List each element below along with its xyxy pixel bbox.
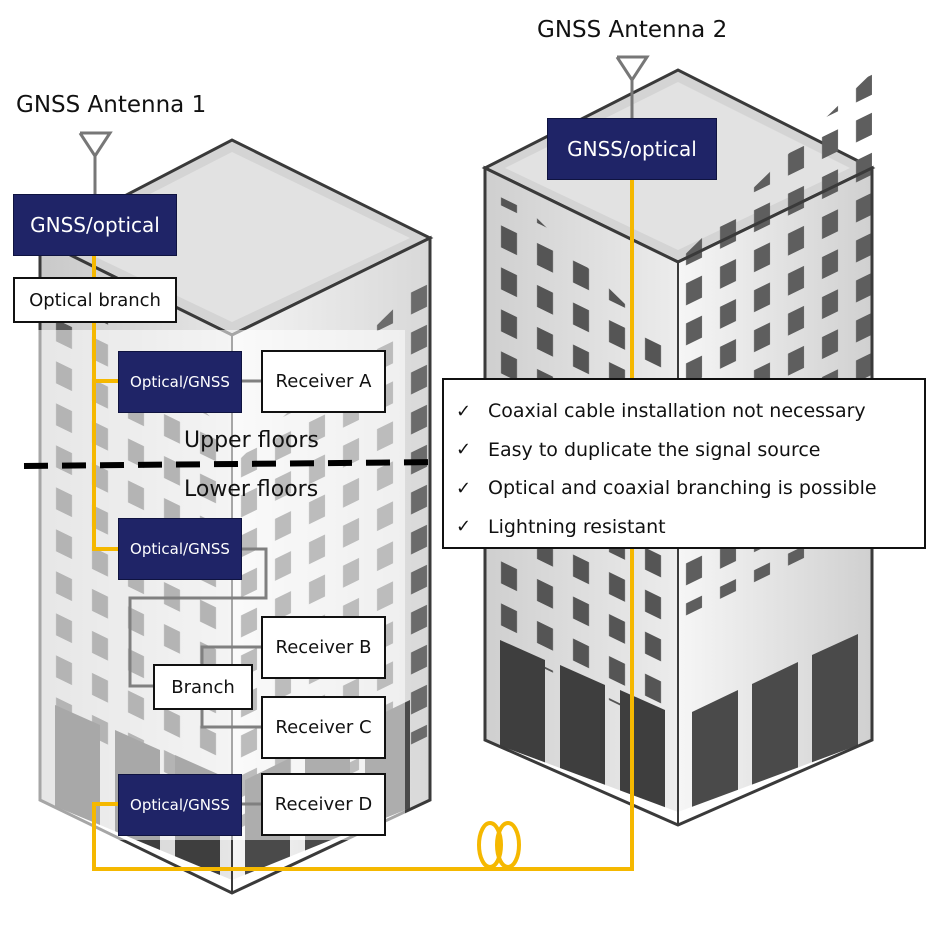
feature-text: Lightning resistant xyxy=(488,515,666,538)
check-icon: ✓ xyxy=(456,516,472,538)
receiver-a: Receiver A xyxy=(261,350,386,413)
gnss-optical-converter-1: GNSS/optical xyxy=(13,194,177,256)
upper-floors-label: Upper floors xyxy=(184,428,319,453)
antenna-2-icon xyxy=(615,55,650,118)
check-icon: ✓ xyxy=(456,400,472,422)
optical-branch: Optical branch xyxy=(13,277,177,323)
feature-list: ✓ Coaxial cable installation not necessa… xyxy=(442,378,926,549)
feature-item: ✓ Lightning resistant xyxy=(456,508,924,547)
optical-gnss-converter-b: Optical/GNSS xyxy=(118,518,242,580)
receiver-c: Receiver C xyxy=(261,696,386,759)
gnss-optical-converter-2: GNSS/optical xyxy=(547,118,717,180)
receiver-d: Receiver D xyxy=(261,773,386,836)
feature-text: Optical and coaxial branching is possibl… xyxy=(488,477,877,500)
receiver-b: Receiver B xyxy=(261,616,386,679)
feature-item: ✓ Easy to duplicate the signal source xyxy=(456,431,924,470)
feature-text: Coaxial cable installation not necessary xyxy=(488,400,866,423)
feature-item: ✓ Optical and coaxial branching is possi… xyxy=(456,469,924,508)
optical-gnss-converter-a: Optical/GNSS xyxy=(118,351,242,413)
antenna-1-label: GNSS Antenna 1 xyxy=(16,92,207,118)
floor-divider xyxy=(23,459,443,469)
antenna-1-icon xyxy=(78,131,113,194)
feature-item: ✓ Coaxial cable installation not necessa… xyxy=(456,392,924,431)
feature-text: Easy to duplicate the signal source xyxy=(488,438,821,461)
check-icon: ✓ xyxy=(456,477,472,499)
antenna-2-label: GNSS Antenna 2 xyxy=(537,17,728,43)
optical-fibers xyxy=(92,180,634,871)
coax-branch: Branch xyxy=(153,664,253,710)
lower-floors-label: Lower floors xyxy=(184,477,319,502)
check-icon: ✓ xyxy=(456,439,472,461)
coax-cables xyxy=(128,379,268,806)
optical-gnss-converter-d: Optical/GNSS xyxy=(118,774,242,836)
